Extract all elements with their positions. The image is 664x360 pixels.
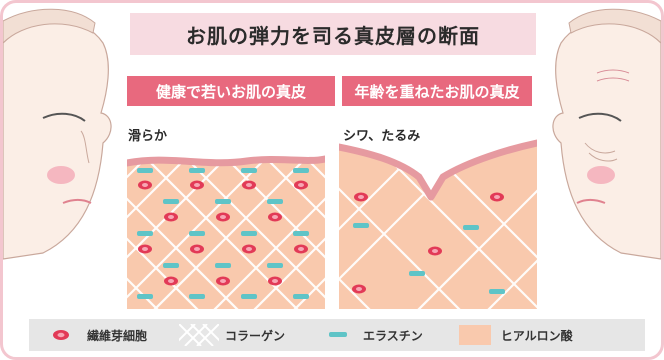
- diagram-title: お肌の弾力を司る真皮層の断面: [130, 13, 536, 55]
- aged-face-illustration: [552, 8, 661, 260]
- aged-skin-caption: シワ、たるみ: [343, 129, 421, 144]
- hyaluronic-acid-icon: [458, 325, 491, 345]
- legend-label-fibroblast: 繊維芽細胞: [87, 328, 148, 343]
- legend-label-elastin: エラスチン: [363, 328, 423, 343]
- aged-dermis-heading: 年齢を重ねたお肌の真皮: [342, 76, 532, 106]
- fibroblast-icon: [53, 330, 69, 340]
- elastin-icon: [329, 332, 348, 337]
- young-face-illustration: [3, 8, 112, 260]
- young-dermis-cross-section: [127, 155, 325, 309]
- legend-label-hyaluronic-acid: ヒアルロン酸: [500, 328, 573, 343]
- young-skin-caption: 滑らか: [128, 129, 168, 144]
- aged-dermis-cross-section: [339, 139, 537, 309]
- legend-label-collagen: コラーゲン: [225, 328, 286, 343]
- collagen-icon: [179, 324, 220, 346]
- legend-item-elastin: エラスチン: [317, 324, 423, 346]
- legend-item-fibroblast: 繊維芽細胞: [41, 324, 147, 346]
- legend: 繊維芽細胞 コラーゲン エラスチン: [29, 319, 645, 351]
- legend-item-hyaluronic-acid: ヒアルロン酸: [455, 324, 573, 346]
- legend-item-collagen: コラーゲン: [179, 324, 285, 346]
- young-dermis-heading: 健康で若いお肌の真皮: [127, 76, 335, 106]
